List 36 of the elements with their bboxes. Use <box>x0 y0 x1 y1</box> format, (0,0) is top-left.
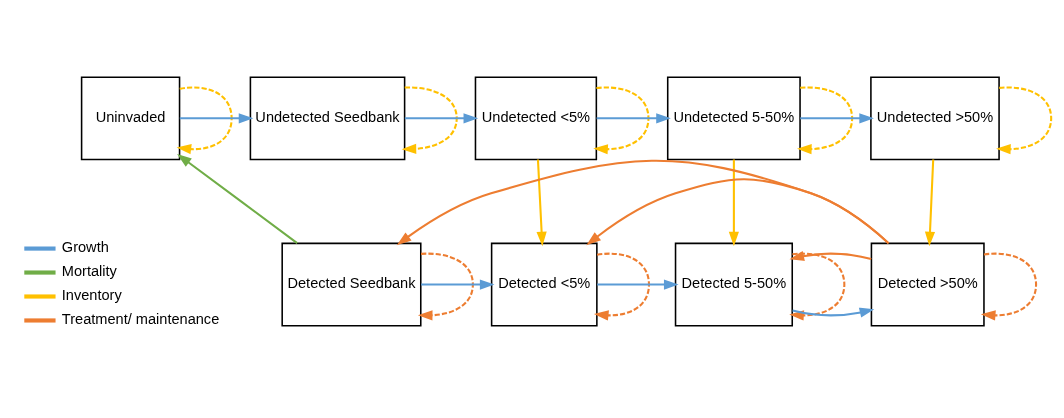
arrow <box>176 86 233 154</box>
arrow <box>924 158 936 246</box>
arrow <box>179 112 254 123</box>
arrow <box>536 158 547 246</box>
arrow <box>593 86 650 154</box>
node-box: Undetected <5% <box>474 75 598 160</box>
legend-label: Treatment/ maintenance <box>61 310 220 327</box>
arrow <box>797 85 854 154</box>
arrow <box>401 85 458 154</box>
node-box: Detected >50% <box>870 242 985 326</box>
arrow <box>597 278 679 290</box>
arrow <box>396 159 890 245</box>
arrow <box>421 278 495 290</box>
arrow <box>800 112 874 123</box>
arrow <box>593 252 650 321</box>
legend-label: Inventory <box>61 286 122 303</box>
node-box: Detected <5% <box>490 242 598 326</box>
arrow <box>980 252 1038 321</box>
arrow <box>177 153 298 244</box>
arrow <box>728 159 739 246</box>
legend-label: Mortality <box>61 262 117 279</box>
arrow <box>792 307 875 318</box>
node-box: Uninvaded <box>80 75 181 160</box>
arrow <box>417 252 474 320</box>
node-box: Detected Seedbank <box>281 242 422 326</box>
node-box: Undetected >50% <box>870 75 1000 160</box>
arrow <box>596 112 671 123</box>
arrow <box>996 85 1053 154</box>
node-box: Detected 5-50% <box>674 242 793 326</box>
arrow <box>789 252 846 321</box>
arrow <box>404 112 479 123</box>
arrow <box>586 177 890 245</box>
legend-label: Growth <box>61 238 109 255</box>
node-box: Undetected 5-50% <box>666 75 801 160</box>
arrow <box>789 250 872 261</box>
node-box: Undetected Seedbank <box>249 75 406 160</box>
